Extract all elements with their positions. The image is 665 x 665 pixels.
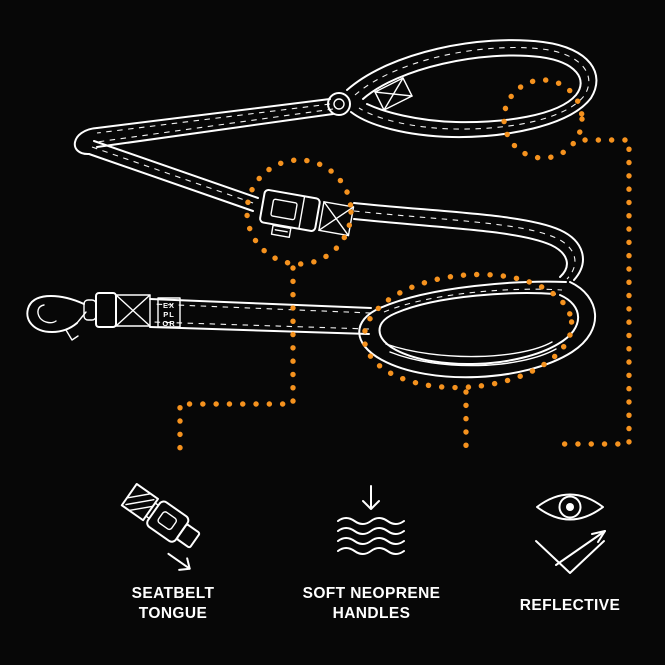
insert-arrow-icon	[167, 552, 191, 571]
feature-label-seatbelt-tongue: SEATBELT TONGUE	[131, 585, 215, 623]
callouts	[177, 77, 632, 459]
callout-ellipse-neoprene-handle	[361, 271, 575, 391]
box-stitch-hook	[115, 294, 151, 327]
brand-text-line2: PL	[163, 310, 175, 319]
box-stitch-buckle	[318, 201, 355, 237]
bottom-strap: EX PL OR	[115, 294, 372, 335]
o-ring-icon	[327, 92, 351, 116]
box-stitch-top	[374, 77, 413, 111]
feature-label-reflective: REFLECTIVE	[519, 597, 621, 614]
mid-strap	[353, 202, 584, 281]
seatbelt-tongue-icon	[120, 483, 201, 571]
connector-reflective	[557, 137, 632, 447]
leash-drawing: EX PL OR	[26, 39, 598, 379]
connector-seatbelt-tongue	[177, 265, 296, 459]
snap-hook-icon	[26, 292, 117, 341]
adjuster-buckle	[259, 189, 355, 238]
callout-circle-seatbelt-tongue	[244, 157, 354, 267]
upper-strap	[73, 98, 334, 156]
neoprene-handle-loop	[358, 280, 597, 379]
chevron-surface-icon	[535, 540, 605, 574]
buckle-tag	[270, 224, 292, 238]
reflection-arrow-icon	[555, 530, 606, 566]
descending-strap	[88, 140, 259, 212]
brand-tag: EX PL OR	[157, 297, 181, 328]
top-handle-loop	[346, 39, 598, 139]
feature-label-soft-neoprene-handles: SOFT NEOPRENE HANDLES	[302, 585, 441, 623]
eye-with-reflection-arrow-icon	[535, 493, 606, 574]
callout-circle-reflective	[501, 77, 585, 161]
brand-text-line3: OR	[162, 319, 175, 328]
arrow-down-over-layers-icon	[337, 485, 405, 555]
brand-text-line1: EX	[163, 301, 175, 310]
eye-icon	[536, 493, 604, 521]
